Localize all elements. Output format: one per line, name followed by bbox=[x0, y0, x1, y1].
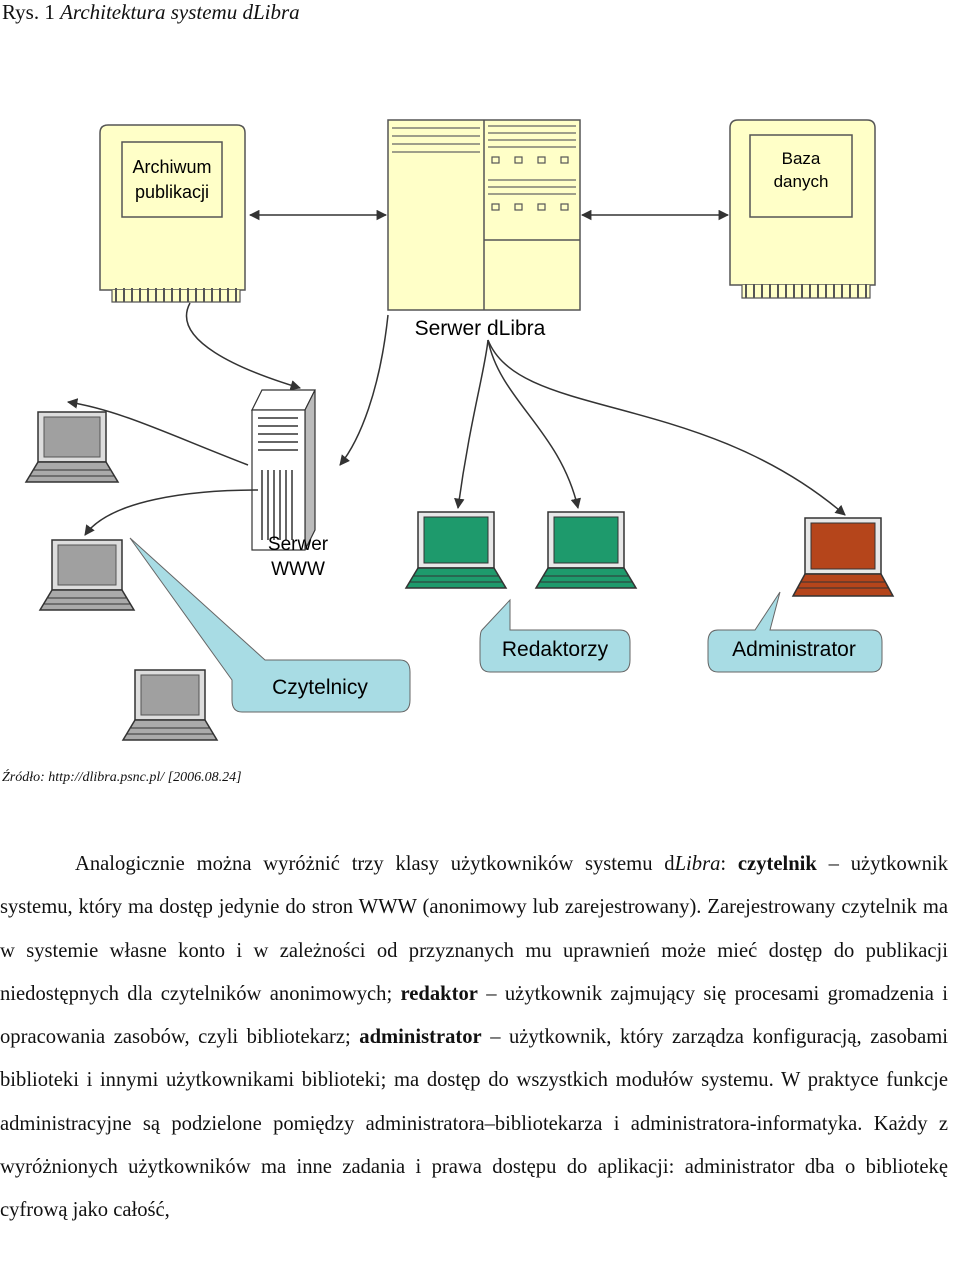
body-text-run: – użytkownik systemu, który ma dostęp je… bbox=[0, 853, 948, 1005]
dlibra-libra: Libra bbox=[674, 853, 721, 875]
dlibra-d: d bbox=[664, 853, 675, 875]
www-server-label-line1: Serwer bbox=[268, 534, 329, 555]
figure-source: Źródło: http://dlibra.psnc.pl/ [2006.08.… bbox=[2, 770, 242, 785]
readers-callout bbox=[129, 537, 411, 713]
architecture-diagram: Archiwum publikacji Baza danych Serwer d… bbox=[24, 119, 895, 741]
archive-computer-icon bbox=[99, 124, 246, 303]
caption-prefix: Rys. 1 bbox=[2, 0, 61, 24]
dlibra-server-icon bbox=[387, 119, 581, 311]
admin-callout bbox=[707, 591, 883, 673]
term-editor: redaktor bbox=[400, 982, 478, 1005]
editor-laptop-icon bbox=[534, 511, 638, 589]
body-text-run: : bbox=[720, 853, 738, 875]
reader-laptop-icon bbox=[24, 411, 120, 483]
editors-callout bbox=[479, 598, 631, 673]
database-label-line1: Baza bbox=[782, 149, 821, 168]
term-reader: czytelnik bbox=[737, 853, 817, 875]
database-label-line2: danych bbox=[774, 172, 829, 191]
archive-label-line2: publikacji bbox=[135, 182, 209, 202]
database-computer-icon bbox=[729, 119, 876, 299]
admin-laptop-icon bbox=[791, 517, 895, 597]
body-text-run: – użytkownik zajmujący się procesami gro… bbox=[0, 982, 948, 1049]
figure-caption: Rys. 1 Architektura systemu dLibra bbox=[2, 0, 300, 25]
body-paragraph: Analogicznie można wyróżnić trzy klasy u… bbox=[0, 843, 948, 1233]
editors-callout-label: Redaktorzy bbox=[502, 638, 609, 661]
admin-callout-label: Administrator bbox=[732, 638, 856, 661]
body-text: Analogicznie można wyróżnić trzy klasy u… bbox=[0, 843, 948, 1233]
www-server-label-line2: WWW bbox=[271, 559, 325, 580]
editor-laptop-icon bbox=[404, 511, 508, 589]
www-server-icon bbox=[251, 389, 316, 551]
readers-callout-label: Czytelnicy bbox=[272, 676, 368, 699]
dlibra-server-label: Serwer dLibra bbox=[415, 317, 546, 340]
archive-label-line1: Archiwum bbox=[132, 157, 211, 177]
connection-arrows bbox=[66, 209, 846, 536]
body-text-run: Analogicznie można wyróżnić trzy klasy u… bbox=[75, 853, 665, 875]
reader-laptop-icon bbox=[38, 539, 136, 611]
caption-title: Architektura systemu dLibra bbox=[60, 0, 300, 24]
reader-laptop-icon bbox=[121, 669, 219, 741]
body-text-run: – użytkownik, który zarządza konfiguracj… bbox=[0, 1026, 948, 1222]
term-administrator: administrator bbox=[359, 1026, 482, 1049]
